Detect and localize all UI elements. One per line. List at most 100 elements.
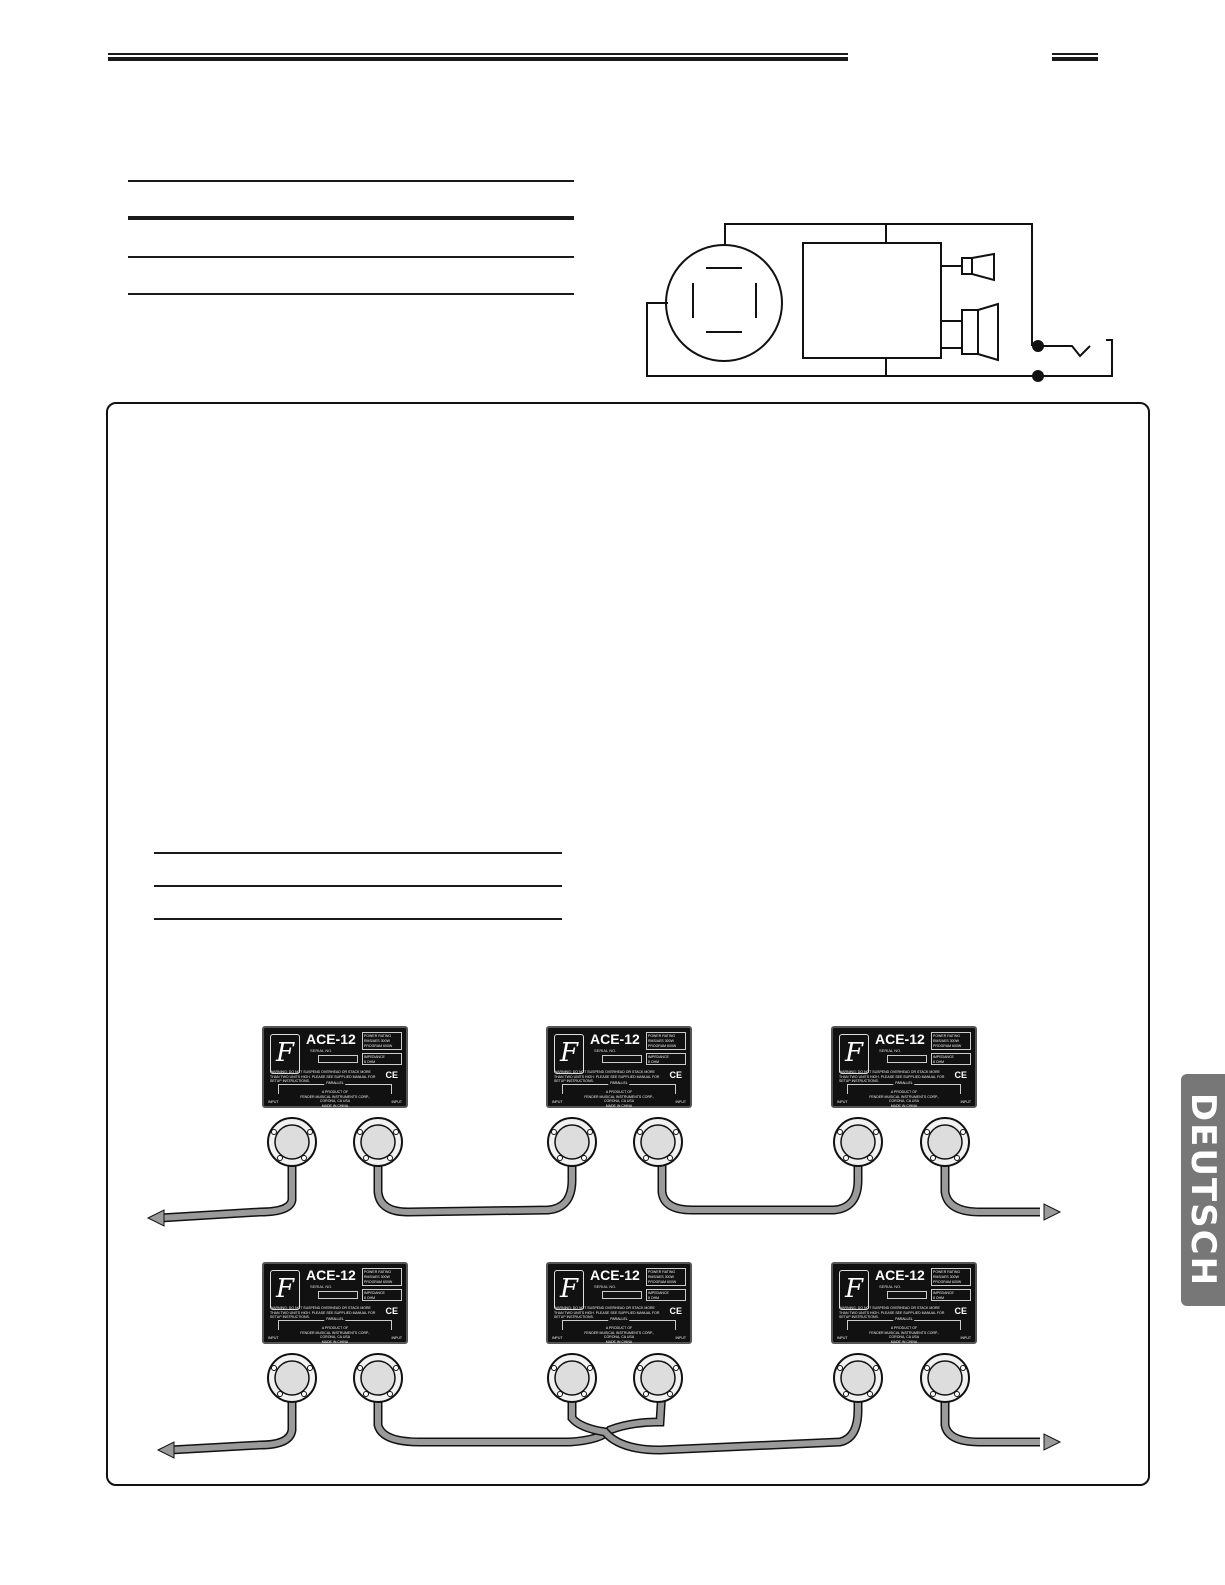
connection-diagram	[146, 1117, 1062, 1459]
ce-mark: CE	[669, 1070, 682, 1080]
warning-text: WARNING: DO NOT SUSPEND OVERHEAD OR STAC…	[839, 1306, 945, 1319]
input-label: INPUT	[960, 1100, 972, 1104]
warning-text: WARNING: DO NOT SUSPEND OVERHEAD OR STAC…	[270, 1306, 376, 1319]
fender-logo-icon: F	[554, 1034, 584, 1074]
speakon-jack-icon	[267, 1353, 317, 1403]
speakon-jack-icon	[633, 1353, 683, 1403]
speakon-jack-icon	[833, 1353, 883, 1403]
fender-logo-icon: F	[839, 1270, 869, 1310]
tweeter-icon	[961, 252, 995, 282]
input-label: INPUT	[268, 1100, 279, 1104]
arrow-right-icon	[1043, 1203, 1062, 1221]
serial-label: SERIAL NO.	[310, 1048, 333, 1053]
language-tab-label: DEUTSCH	[1183, 1092, 1223, 1288]
input-label: INPUT	[552, 1336, 563, 1340]
header-rule-right	[1052, 53, 1098, 55]
model-name: ACE-12	[875, 1031, 925, 1047]
input-label: INPUT	[391, 1336, 403, 1340]
content-frame	[106, 402, 1150, 1486]
input-label: INPUT	[391, 1100, 403, 1104]
fender-logo-icon: F	[839, 1034, 869, 1074]
arrow-left-icon	[146, 1209, 165, 1227]
warning-text: WARNING: DO NOT SUSPEND OVERHEAD OR STAC…	[839, 1070, 945, 1083]
serial-label: SERIAL NO.	[310, 1284, 333, 1289]
fender-logo-icon: F	[270, 1270, 300, 1310]
serial-box	[318, 1291, 358, 1299]
speakon-jack-icon	[547, 1353, 597, 1403]
serial-label: SERIAL NO.	[594, 1284, 617, 1289]
ce-mark: CE	[385, 1306, 398, 1316]
serial-box	[318, 1055, 358, 1063]
fender-logo-icon: F	[554, 1270, 584, 1310]
input-jack-icon	[1104, 339, 1113, 377]
header-rule-left	[108, 53, 848, 55]
crossover-box	[802, 242, 942, 359]
spec-table-rule	[128, 256, 574, 258]
input-label: INPUT	[837, 1336, 848, 1340]
parallel-bracket: PARALLEL	[847, 1317, 961, 1330]
header-rule-left-thick	[108, 57, 848, 61]
speakon-jack-icon	[353, 1117, 403, 1167]
inner-table-rule	[154, 885, 562, 887]
language-tab[interactable]: DEUTSCH	[1181, 1074, 1225, 1306]
parallel-bracket: PARALLEL	[278, 1081, 392, 1094]
spec-table-rule	[128, 293, 574, 295]
model-name: ACE-12	[875, 1267, 925, 1283]
speakon-jack-icon	[920, 1353, 970, 1403]
spec-table-rule	[128, 180, 574, 182]
speakon-jack-icon	[633, 1117, 683, 1167]
ce-mark: CE	[385, 1070, 398, 1080]
input-label: INPUT	[552, 1100, 563, 1104]
input-label: INPUT	[675, 1336, 687, 1340]
input-label: INPUT	[268, 1336, 279, 1340]
warning-text: WARNING: DO NOT SUSPEND OVERHEAD OR STAC…	[554, 1070, 660, 1083]
model-name: ACE-12	[590, 1031, 640, 1047]
serial-box	[887, 1055, 927, 1063]
speakon-jack-icon	[267, 1117, 317, 1167]
serial-box	[602, 1291, 642, 1299]
speakon-jack-icon	[833, 1117, 883, 1167]
parallel-bracket: PARALLEL	[562, 1317, 676, 1330]
inner-table-rule	[154, 918, 562, 920]
serial-label: SERIAL NO.	[879, 1048, 902, 1053]
parallel-bracket: PARALLEL	[278, 1317, 392, 1330]
input-label: INPUT	[675, 1100, 687, 1104]
ce-mark: CE	[669, 1306, 682, 1316]
warning-text: WARNING: DO NOT SUSPEND OVERHEAD OR STAC…	[270, 1070, 376, 1083]
woofer-icon	[665, 244, 783, 362]
spec-table-rule	[128, 216, 574, 220]
serial-box	[887, 1291, 927, 1299]
ce-mark: CE	[954, 1306, 967, 1316]
parallel-bracket: PARALLEL	[847, 1081, 961, 1094]
speakon-jack-icon	[353, 1353, 403, 1403]
fender-logo-icon: F	[270, 1034, 300, 1074]
warning-text: WARNING: DO NOT SUSPEND OVERHEAD OR STAC…	[554, 1306, 660, 1319]
input-label: INPUT	[837, 1100, 848, 1104]
model-name: ACE-12	[306, 1267, 356, 1283]
model-name: ACE-12	[590, 1267, 640, 1283]
speakon-jack-icon	[547, 1117, 597, 1167]
parallel-bracket: PARALLEL	[562, 1081, 676, 1094]
speakon-jack-icon	[920, 1117, 970, 1167]
